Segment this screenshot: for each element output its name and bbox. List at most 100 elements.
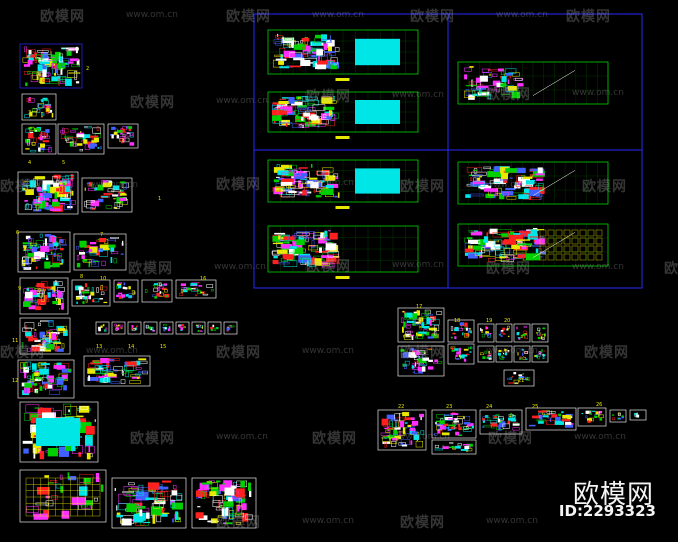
- plan-level-1-mark: [334, 47, 340, 52]
- sheet-11a-mark: [85, 297, 88, 303]
- sheet-11c-mark: [156, 292, 161, 297]
- sheet-site-plan-mark: [35, 57, 41, 59]
- sheet-6-mark: [49, 199, 51, 202]
- sheet-4c-mark: [82, 137, 86, 141]
- sheet-4c-mark: [64, 135, 73, 139]
- sheet-site-plan-mark: [76, 59, 80, 66]
- structure-plan-2-mark: [474, 230, 479, 232]
- sheet-4b-mark: [30, 149, 37, 153]
- sheet-14-mark: [107, 358, 120, 361]
- plan-level-4-mark: [278, 262, 290, 265]
- sheet-9-mark: [84, 245, 91, 248]
- sheet-pool-plan-mark: [23, 448, 29, 454]
- sheet-detail-4-mark: [463, 358, 467, 362]
- sheet-13-mark: [33, 369, 41, 371]
- sheet-detail-2-mark: [414, 360, 421, 363]
- plan-level-2-mark: [293, 109, 299, 115]
- plan-level-2-mark: [317, 119, 329, 125]
- sheet-9-mark: [96, 239, 105, 242]
- sheet-13-mark: [23, 367, 29, 373]
- sheet-section-8-mark: [464, 446, 470, 450]
- sheet-small-row-mark: [226, 327, 230, 331]
- sheet-elevation-a-mark: [145, 497, 158, 500]
- sheet-detail-row2-mark: [507, 349, 510, 352]
- plan-level-4-mark: [272, 259, 279, 265]
- sheet-section-3-mark: [502, 423, 510, 429]
- sheet-small-row-mark: [134, 327, 137, 331]
- sheet-small-row-mark: [150, 327, 153, 331]
- sheet-10-mark: [28, 305, 36, 310]
- plan-level-3-mark: [332, 173, 339, 178]
- sheet-elevation-b: [191, 477, 257, 529]
- plan-level-4-mark: [321, 255, 333, 259]
- plan-level-2-mark: [303, 112, 310, 117]
- sheet-elevation-a-mark: [128, 482, 135, 486]
- structure-plan-2-mark: [498, 233, 513, 236]
- sheet-11d-mark: [180, 289, 183, 293]
- sheet-pool-plan-mark: [37, 447, 41, 453]
- sheet-section-1-mark: [387, 427, 395, 430]
- sheet-10-mark: [44, 288, 46, 292]
- sheet-11a-mark: [103, 301, 108, 304]
- sheet-site-plan-mark: [37, 64, 48, 73]
- sheet-section-2-mark: [466, 423, 474, 427]
- sheet-10-mark: [38, 288, 44, 293]
- sheet-10-mark: [29, 289, 37, 296]
- structure-plan-2-cell: [579, 229, 587, 237]
- sheet-4d-mark: [116, 129, 123, 133]
- plan-level-4-mark: [319, 263, 330, 266]
- structure-plan-1-mark: [535, 173, 545, 176]
- sheet-4d-mark: [124, 135, 126, 141]
- structure-plan-2-cell: [555, 253, 563, 261]
- sheet-6-mark: [64, 190, 69, 199]
- sheet-section-1-mark: [405, 427, 414, 434]
- sheet-small-row-mark: [119, 324, 123, 327]
- sheet-4c-mark: [89, 135, 99, 138]
- plan-level-2-mark: [278, 100, 290, 105]
- sheet-4a-mark: [28, 98, 35, 103]
- sheet-6-mark: [70, 200, 76, 205]
- sheet-4c-mark: [76, 133, 85, 138]
- roof-plan-mark: [501, 87, 510, 95]
- plan-level-4-mark: [280, 244, 293, 249]
- sheet-11c-mark: [164, 289, 168, 293]
- sheet-roof-grid-mark: [48, 482, 54, 484]
- sheet-site-plan-mark: [74, 71, 77, 80]
- sheet-6-mark: [22, 183, 27, 186]
- sheet-small-row-mark: [131, 325, 134, 328]
- plan-level-2-mark: [291, 101, 303, 106]
- sheet-detail-row2-mark: [523, 355, 525, 358]
- sheet-11b-mark: [120, 295, 124, 298]
- plan-level-3: [267, 159, 419, 203]
- structure-plan-2-mark: [479, 251, 483, 258]
- sheet-10-mark: [24, 291, 33, 299]
- plan-level-2-mark: [297, 105, 307, 108]
- sheet-detail-row2-mark: [538, 352, 542, 355]
- sheet-number-label: 25: [532, 404, 539, 410]
- plan-level-1-mark: [328, 46, 333, 52]
- plan-level-4-mark: [326, 238, 331, 241]
- sheet-site-plan-mark: [49, 81, 60, 84]
- sheet-site-plan-mark: [68, 61, 74, 64]
- sheet-section-4-mark: [536, 419, 547, 422]
- sheet-14-mark: [113, 366, 124, 371]
- sheet-small-row-mark: [163, 327, 167, 330]
- sheet-detail-row1-mark: [500, 329, 504, 332]
- sheet-detail-5-mark: [513, 379, 519, 384]
- sheet-section-1-mark: [400, 439, 410, 446]
- plan-level-4-mark: [284, 239, 296, 242]
- sheet-elevation-b-mark: [197, 506, 201, 508]
- plan-level-1-mark: [301, 37, 310, 42]
- sheet-elevation-b-mark: [241, 503, 247, 511]
- sheet-elevation-b-mark: [221, 507, 229, 517]
- roof-plan-mark: [507, 79, 510, 85]
- plan-level-2-mark: [302, 96, 308, 102]
- sheet-elevation-b-mark: [234, 494, 246, 497]
- sheet-detail-4-mark: [462, 354, 468, 357]
- sheet-detail-row1-mark: [544, 333, 546, 337]
- sheet-8-mark: [52, 255, 61, 264]
- sheet-8-mark: [61, 243, 67, 246]
- sheet-number-label: 20: [504, 318, 511, 324]
- sheet-11b-mark: [118, 292, 123, 295]
- roof-plan-mark: [464, 90, 476, 98]
